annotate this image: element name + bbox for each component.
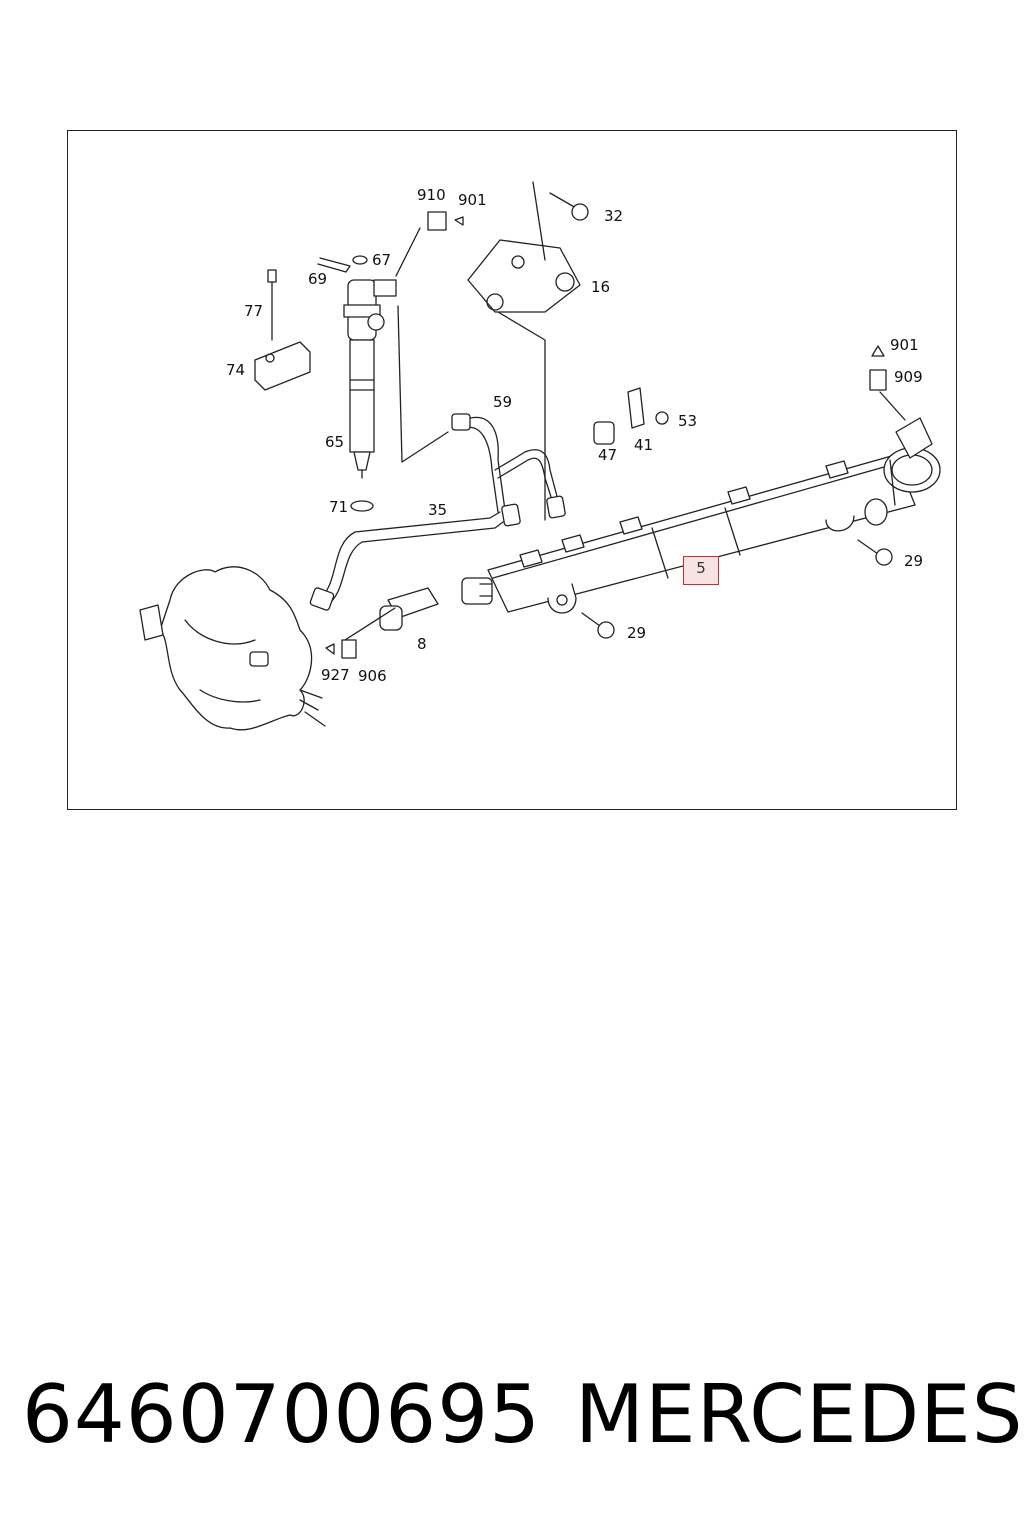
callout-65: 65 [325, 433, 345, 451]
callout-927: 927 [321, 666, 350, 684]
callout-5-highlighted[interactable]: 5 [683, 556, 719, 585]
bolt-32-part [532, 181, 589, 261]
washer-part [350, 500, 374, 512]
clamp-part [254, 269, 311, 391]
callout-29-bottom: 29 [627, 624, 647, 642]
bracket-part [467, 239, 581, 313]
callout-77: 77 [244, 302, 264, 320]
callout-32: 32 [604, 207, 624, 225]
high-pressure-pump-part [139, 566, 326, 731]
injector-part [343, 227, 421, 479]
callout-67: 67 [372, 251, 392, 269]
fuel-rail-part [461, 391, 941, 614]
callout-71: 71 [329, 498, 349, 516]
callout-901-right: 901 [890, 336, 919, 354]
bolt-29-part [581, 539, 893, 639]
part-number-label: 6460700695 [22, 1368, 541, 1461]
callout-16: 16 [591, 278, 611, 296]
injection-line-part [309, 413, 566, 611]
callout-35: 35 [428, 501, 448, 519]
callout-909: 909 [894, 368, 923, 386]
diagram-frame [67, 130, 957, 810]
callout-910: 910 [417, 186, 446, 204]
pressure-sensor-part [344, 587, 439, 641]
callout-906: 906 [358, 667, 387, 685]
callout-29-right: 29 [904, 552, 924, 570]
callout-901-top: 901 [458, 191, 487, 209]
callout-47: 47 [598, 446, 618, 464]
brand-label: MERCEDES [575, 1368, 1024, 1461]
callout-74: 74 [226, 361, 246, 379]
callout-59: 59 [493, 393, 513, 411]
callout-8: 8 [417, 635, 427, 653]
callout-41: 41 [634, 436, 654, 454]
callout-69: 69 [308, 270, 328, 288]
callout-53: 53 [678, 412, 698, 430]
